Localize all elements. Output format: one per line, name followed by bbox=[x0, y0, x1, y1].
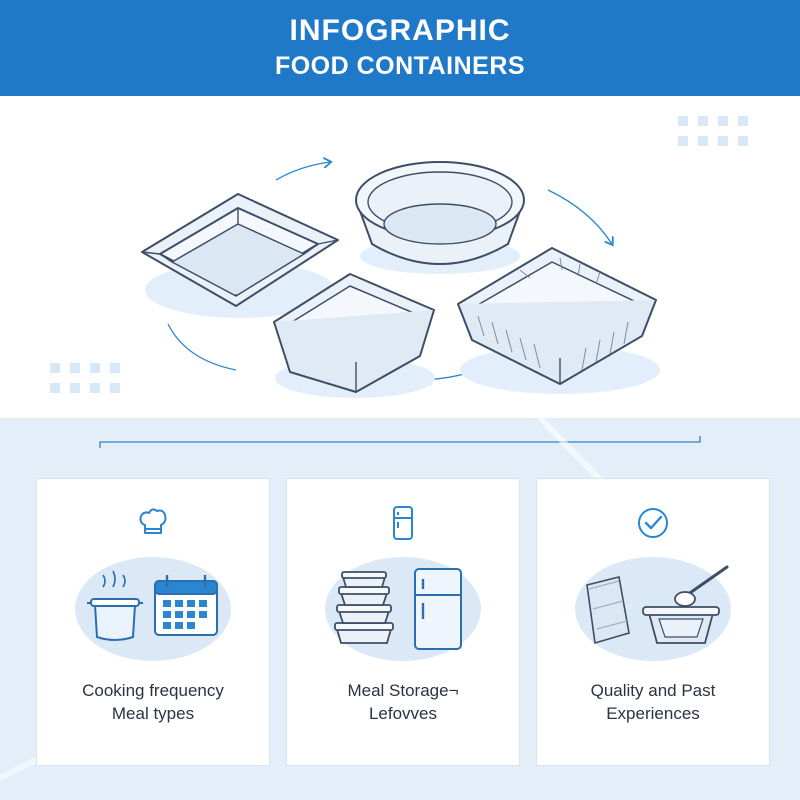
cooking-pot-icon bbox=[87, 570, 143, 641]
rectangular-tray-icon bbox=[141, 193, 339, 318]
card-caption: Cooking frequency Meal types bbox=[47, 679, 259, 725]
arrow-right bbox=[547, 189, 612, 244]
arrow-left bbox=[167, 323, 237, 371]
storage-art bbox=[334, 568, 462, 650]
calendar-icon bbox=[154, 575, 218, 636]
refrigerator-icon bbox=[414, 568, 462, 650]
cooking-art bbox=[87, 570, 218, 641]
factor-card-quality: Quality and Past Experiences bbox=[536, 478, 770, 766]
tray-with-scoop-icon bbox=[642, 565, 729, 644]
arrow-top bbox=[275, 162, 330, 181]
factor-card-cooking: Cooking frequency Meal types bbox=[36, 478, 270, 766]
header-banner: INFOGRAPHIC FOOD CONTAINERS bbox=[0, 0, 800, 96]
title-line-2: FOOD CONTAINERS bbox=[274, 52, 526, 80]
dot-grid-top-right bbox=[678, 116, 748, 146]
caption-line-2: Meal types bbox=[111, 704, 195, 723]
title-line-1: INFOGRAPHIC bbox=[289, 14, 511, 47]
factor-card-storage: Meal Storage¬ Lefovves bbox=[286, 478, 520, 766]
stacked-containers-icon bbox=[334, 571, 394, 644]
caption-line-1: Meal Storage¬ bbox=[347, 681, 459, 700]
round-tray-icon bbox=[355, 161, 525, 274]
quality-art bbox=[586, 565, 729, 645]
card-caption: Quality and Past Experiences bbox=[547, 679, 759, 725]
caption-line-1: Cooking frequency bbox=[82, 681, 224, 700]
foil-bag-icon bbox=[586, 576, 630, 645]
card-caption: Meal Storage¬ Lefovves bbox=[297, 679, 509, 725]
square-tray-icon bbox=[273, 273, 435, 398]
large-square-tray-icon bbox=[457, 247, 660, 394]
hero-illustration bbox=[0, 96, 800, 418]
chef-hat-icon bbox=[37, 503, 269, 548]
fridge-icon bbox=[287, 503, 519, 548]
caption-line-2: Experiences bbox=[606, 704, 700, 723]
caption-line-1: Quality and Past bbox=[590, 681, 716, 700]
check-circle-icon bbox=[537, 503, 769, 548]
caption-line-2: Lefovves bbox=[368, 704, 438, 723]
dot-grid-bottom-left bbox=[50, 363, 120, 393]
